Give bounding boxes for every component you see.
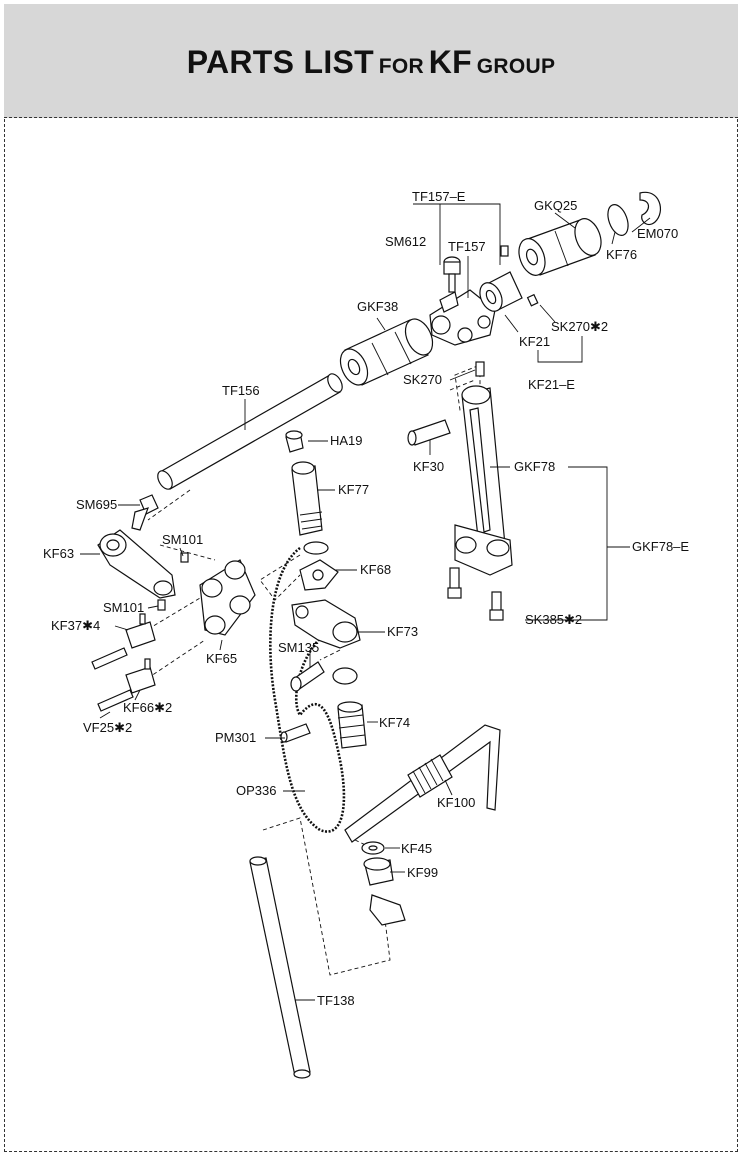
set-screw-sm101-a — [180, 552, 189, 563]
label-gkq25: GKQ25 — [534, 198, 577, 213]
label-kf73: KF73 — [387, 624, 418, 639]
screw-sk270 — [475, 361, 485, 377]
label-kf30: KF30 — [413, 459, 444, 474]
label-em070: EM070 — [637, 226, 678, 241]
label-kf21: KF21 — [519, 334, 550, 349]
link-kf65 — [199, 559, 256, 636]
label-tf157: TF157 — [448, 239, 486, 254]
bushing-gkq25 — [518, 218, 602, 276]
screw-sm612 — [443, 256, 461, 293]
screw-sm135 — [290, 661, 325, 692]
washer-kf76 — [607, 204, 629, 236]
label-gkf78e: GKF78–E — [632, 539, 689, 554]
label-gkf38: GKF38 — [357, 299, 398, 314]
wire-kf100 — [344, 724, 501, 843]
label-kf63: KF63 — [43, 546, 74, 561]
label-tf157e: TF157–E — [412, 189, 466, 204]
label-kf65: KF65 — [206, 651, 237, 666]
studs-kf37-kf66 — [125, 613, 156, 694]
set-screw-sm101-b — [157, 599, 166, 611]
label-gkf78: GKF78 — [514, 459, 555, 474]
retaining-ring-em070 — [639, 191, 661, 226]
bracket-kf68 — [299, 541, 339, 591]
label-kf66x2: KF66✱2 — [123, 700, 172, 715]
clamp-kf99 — [363, 857, 406, 926]
label-kf68: KF68 — [360, 562, 391, 577]
label-kf100: KF100 — [437, 795, 475, 810]
label-sk270x2: SK270✱2 — [551, 319, 608, 334]
label-kf99: KF99 — [407, 865, 438, 880]
label-ha19: HA19 — [330, 433, 363, 448]
sleeve-gkf38 — [339, 318, 434, 386]
label-sm101-lower: SM101 — [103, 600, 144, 615]
label-kf45: KF45 — [401, 841, 432, 856]
title-parts-list: PARTS LIST — [186, 44, 375, 80]
title-for: FOR — [378, 55, 424, 78]
title-group-code: KF — [428, 44, 473, 80]
label-kf37x4: KF37✱4 — [51, 618, 100, 633]
label-kf21e: KF21–E — [528, 377, 575, 392]
chain-op336 — [269, 546, 346, 833]
label-kf77: KF77 — [338, 482, 369, 497]
label-op336: OP336 — [236, 783, 276, 798]
spring-kf77 — [291, 461, 323, 536]
label-pm301: PM301 — [215, 730, 256, 745]
label-sm612: SM612 — [385, 234, 426, 249]
rod-tf138 — [249, 856, 311, 1079]
pin-kf30 — [407, 419, 451, 446]
label-kf76: KF76 — [606, 247, 637, 262]
washer-kf45 — [361, 841, 385, 855]
connecting-rod-gkf78 — [454, 385, 513, 576]
spring-kf74 — [332, 667, 367, 749]
pin-pm301 — [280, 723, 311, 743]
label-kf74: KF74 — [379, 715, 410, 730]
label-sm135: SM135 — [278, 640, 319, 655]
label-tf156: TF156 — [222, 383, 260, 398]
lever-kf73 — [291, 599, 361, 649]
label-sk270: SK270 — [403, 372, 442, 387]
crank-kf63 — [97, 529, 176, 599]
cap-ha19 — [285, 430, 304, 453]
collar-kf21 — [479, 245, 539, 312]
rod-tf156 — [157, 373, 343, 490]
screw-sm695 — [131, 494, 159, 531]
part-labels: TF157–E GKQ25 SM612 TF157 EM070 KF76 GKF… — [43, 189, 689, 1008]
pins-vf25 — [91, 647, 134, 712]
title-group: GROUP — [476, 55, 556, 78]
label-vf25x2: VF25✱2 — [83, 720, 132, 735]
assembly-dashed-lines — [129, 364, 481, 976]
label-sm695: SM695 — [76, 497, 117, 512]
header-band: PARTS LIST FOR KF GROUP — [4, 4, 738, 118]
leader-lines — [80, 203, 651, 1001]
page-title: PARTS LIST FOR KF GROUP — [187, 40, 556, 81]
bracket-tf157 — [429, 289, 496, 346]
label-sk385x2: SK385✱2 — [525, 612, 582, 627]
screws-sk385 — [447, 567, 504, 621]
label-sm101-upper: SM101 — [162, 532, 203, 547]
label-tf138: TF138 — [317, 993, 355, 1008]
